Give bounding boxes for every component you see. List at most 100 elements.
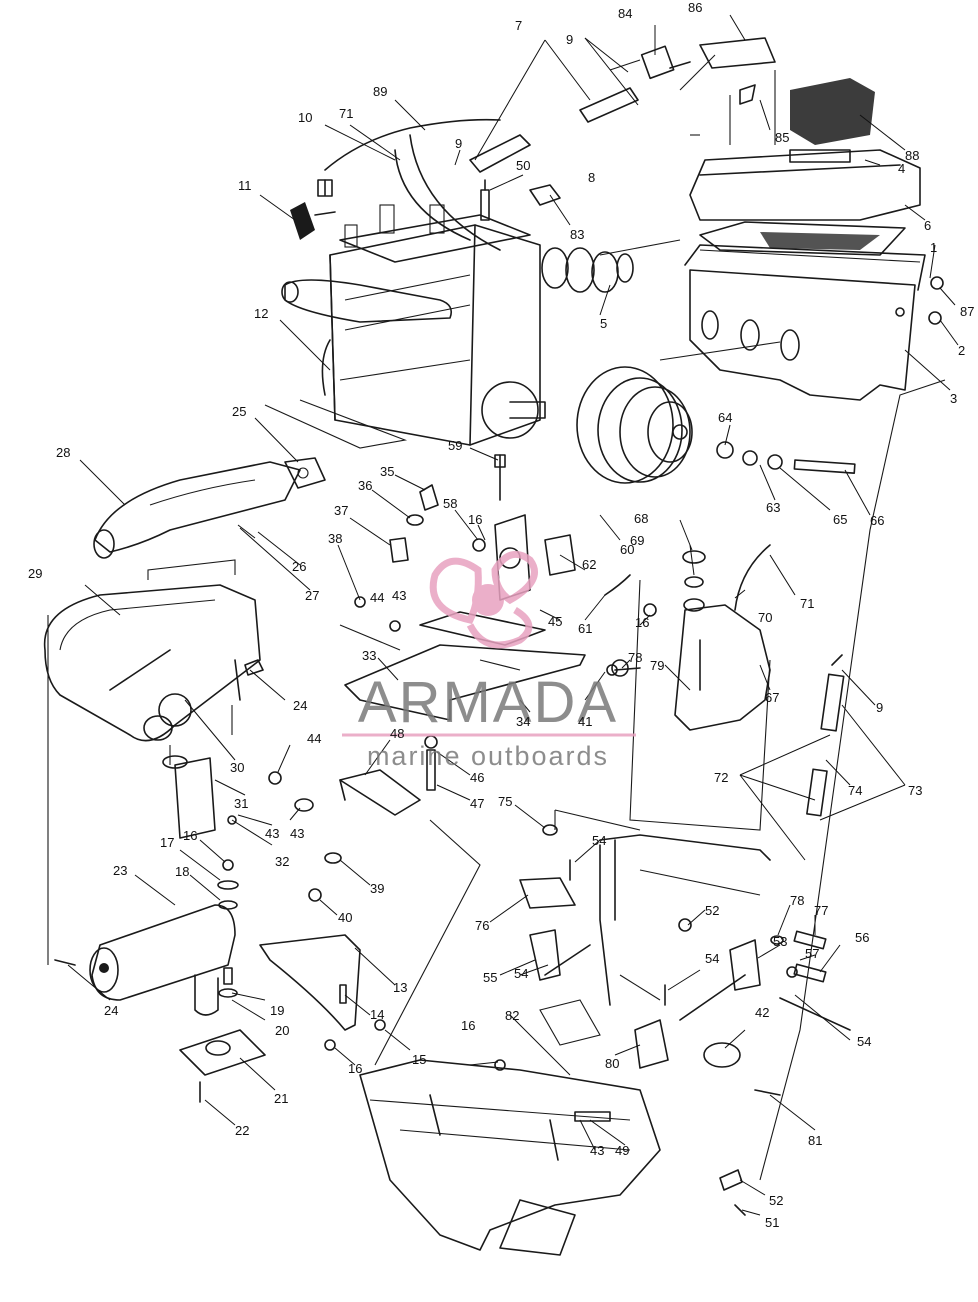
- part-label-24-b: 24: [104, 1003, 118, 1018]
- mounting-bracket-85: [699, 37, 776, 105]
- part-label-21: 21: [274, 1091, 288, 1106]
- part-label-78-a: 78: [628, 650, 642, 665]
- part-label-16-c: 16: [183, 828, 197, 843]
- ignition-switch: [290, 202, 336, 240]
- part-label-22: 22: [235, 1123, 249, 1138]
- part-label-23: 23: [113, 863, 127, 878]
- part-label-83: 83: [570, 227, 584, 242]
- part-label-8: 8: [588, 170, 595, 185]
- air-box-lid: [689, 78, 921, 256]
- part-label-82: 82: [505, 1008, 519, 1023]
- part-label-11: 11: [238, 178, 252, 193]
- part-label-73: 73: [908, 783, 922, 798]
- part-label-70: 70: [758, 610, 772, 625]
- part-label-14: 14: [370, 1007, 384, 1022]
- part-label-64: 64: [718, 410, 732, 425]
- part-label-12: 12: [254, 306, 268, 321]
- part-label-13: 13: [393, 980, 407, 995]
- part-label-63: 63: [766, 500, 780, 515]
- air-box: [684, 244, 926, 401]
- part-label-78-b: 78: [790, 893, 804, 908]
- part-label-30: 30: [230, 760, 244, 775]
- primer-assembly: [469, 45, 700, 173]
- part-label-67: 67: [765, 690, 779, 705]
- part-label-54-a: 54: [592, 833, 606, 848]
- part-label-48: 48: [390, 726, 404, 741]
- part-label-3: 3: [950, 391, 957, 406]
- part-label-46: 46: [470, 770, 484, 785]
- part-label-74: 74: [848, 783, 862, 798]
- muffler: [54, 904, 236, 1016]
- part-label-86: 86: [688, 0, 702, 15]
- part-label-38: 38: [328, 531, 342, 546]
- part-label-84: 84: [618, 6, 632, 21]
- part-label-43-c: 43: [290, 826, 304, 841]
- chassis-frame: [359, 834, 771, 1256]
- part-label-39: 39: [370, 881, 384, 896]
- part-label-76: 76: [475, 918, 489, 933]
- part-label-55: 55: [483, 970, 497, 985]
- part-label-71-top: 71: [339, 106, 353, 121]
- recoil-starter: [576, 366, 693, 484]
- part-label-80: 80: [605, 1056, 619, 1071]
- tail-pipe-plate: [179, 1029, 266, 1076]
- part-label-37: 37: [334, 503, 348, 518]
- part-label-56: 56: [855, 930, 869, 945]
- part-label-53: 53: [773, 934, 787, 949]
- armada-watermark: ARMADA marine outboards: [342, 550, 636, 771]
- part-label-33: 33: [362, 648, 376, 663]
- part-label-28: 28: [56, 445, 70, 460]
- intake-boot: [529, 184, 634, 293]
- hardware-stack-left: [199, 659, 241, 1103]
- part-label-44-b: 44: [307, 731, 321, 746]
- part-label-71: 71: [800, 596, 814, 611]
- part-label-58: 58: [443, 496, 457, 511]
- part-label-32: 32: [275, 854, 289, 869]
- part-label-16-a: 16: [468, 512, 482, 527]
- exhaust-manifold: [93, 457, 326, 559]
- propeller-logo-icon: [429, 550, 538, 649]
- part-label-35: 35: [380, 464, 394, 479]
- part-label-43-d: 43: [590, 1143, 604, 1158]
- part-label-69: 69: [630, 533, 644, 548]
- watermark-brand: ARMADA: [358, 670, 618, 735]
- part-label-52-b: 52: [769, 1193, 783, 1208]
- engine-block: [281, 204, 546, 446]
- part-label-62: 62: [582, 557, 596, 572]
- part-label-4: 4: [898, 161, 905, 176]
- cable-and-brackets: [324, 824, 851, 1216]
- part-label-75: 75: [498, 794, 512, 809]
- spark-plug: [480, 179, 490, 221]
- grommets: [895, 276, 944, 325]
- part-label-29: 29: [28, 566, 42, 581]
- part-label-50: 50: [516, 158, 530, 173]
- part-label-85: 85: [775, 130, 789, 145]
- part-label-15: 15: [412, 1052, 426, 1067]
- oil-tank: [674, 544, 771, 731]
- part-label-10: 10: [298, 110, 312, 125]
- part-label-88: 88: [905, 148, 919, 163]
- wiring-harness: [317, 118, 501, 251]
- part-label-65: 65: [833, 512, 847, 527]
- part-label-2: 2: [958, 343, 965, 358]
- part-label-18: 18: [175, 864, 189, 879]
- part-label-49: 49: [615, 1143, 629, 1158]
- bracket-13: [259, 934, 361, 1031]
- part-label-42: 42: [755, 1005, 769, 1020]
- mount-bracket-48: [339, 769, 421, 816]
- part-label-16-d: 16: [461, 1018, 475, 1033]
- part-label-54-b: 54: [705, 951, 719, 966]
- part-label-43-b: 43: [265, 826, 279, 841]
- part-label-60: 60: [620, 542, 634, 557]
- part-label-41: 41: [578, 714, 592, 729]
- expansion-chamber: [43, 584, 264, 742]
- part-label-16-e: 16: [348, 1061, 362, 1076]
- part-label-89: 89: [373, 84, 387, 99]
- part-label-26: 26: [292, 559, 306, 574]
- part-label-45: 45: [548, 614, 562, 629]
- crank-bolt-set: [716, 441, 856, 474]
- part-label-87: 87: [960, 304, 974, 319]
- part-label-7: 7: [515, 18, 522, 33]
